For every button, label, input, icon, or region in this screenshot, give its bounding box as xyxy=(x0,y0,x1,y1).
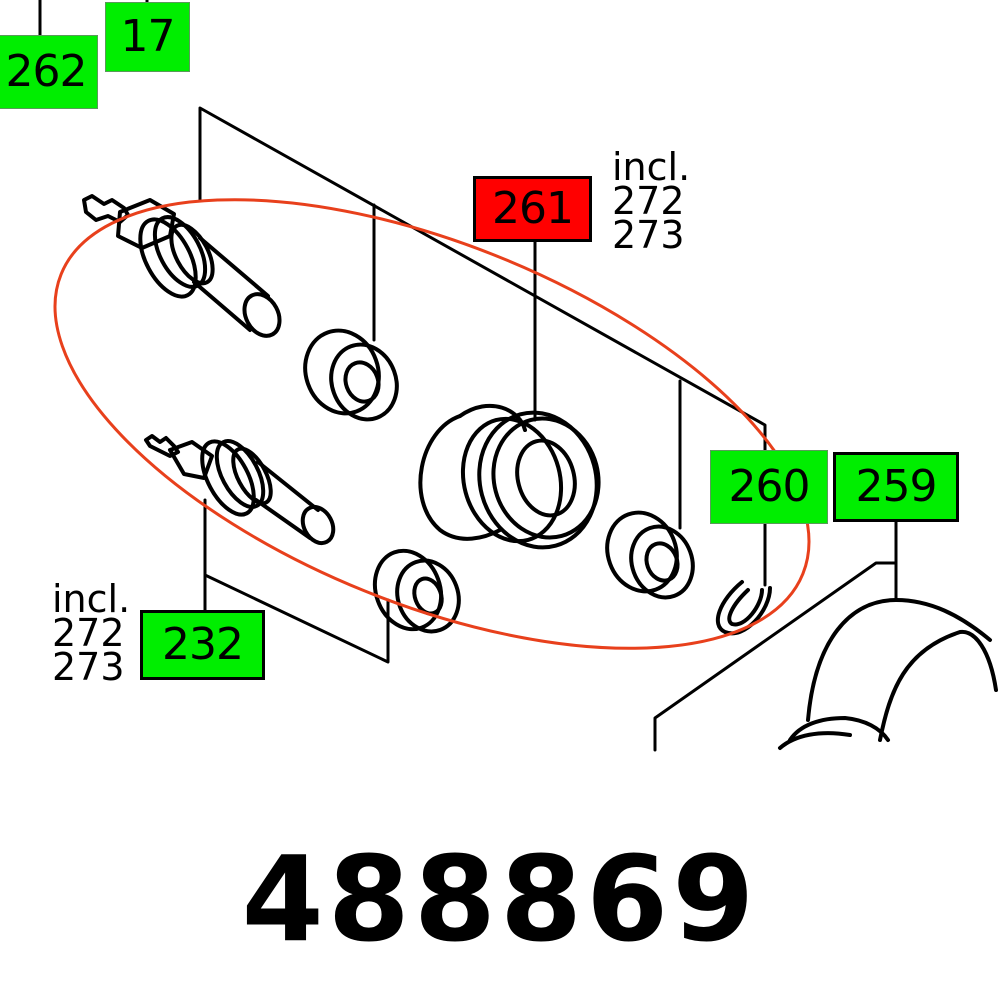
note-line: 273 xyxy=(612,213,685,257)
retaining-clip xyxy=(715,580,772,636)
callout-232[interactable]: 232 xyxy=(140,610,265,680)
note-line: incl. xyxy=(612,145,691,189)
callout-259[interactable]: 259 xyxy=(833,452,959,522)
shaft-upper xyxy=(82,194,282,338)
housing-arc xyxy=(778,598,998,750)
note-line: incl. xyxy=(52,577,131,621)
leader-lines xyxy=(38,0,898,752)
note-261-included-parts: incl. 272 273 xyxy=(612,145,691,257)
bearing-right xyxy=(605,510,695,600)
callout-17[interactable]: 17 xyxy=(105,2,190,72)
shaft-lower xyxy=(144,434,336,546)
note-line: 273 xyxy=(52,645,125,689)
pulley-roller xyxy=(418,403,601,550)
highlight-ellipse xyxy=(53,198,811,650)
callout-260[interactable]: 260 xyxy=(710,450,828,524)
part-number: 488869 xyxy=(241,830,759,968)
bearing-lower xyxy=(372,548,461,634)
note-line: 272 xyxy=(52,611,125,655)
bearing-upper-left xyxy=(303,328,399,422)
callout-261[interactable]: 261 xyxy=(473,176,592,242)
callout-262[interactable]: 262 xyxy=(0,35,98,109)
note-line: 272 xyxy=(612,179,685,223)
note-232-included-parts: incl. 272 273 xyxy=(52,577,131,689)
